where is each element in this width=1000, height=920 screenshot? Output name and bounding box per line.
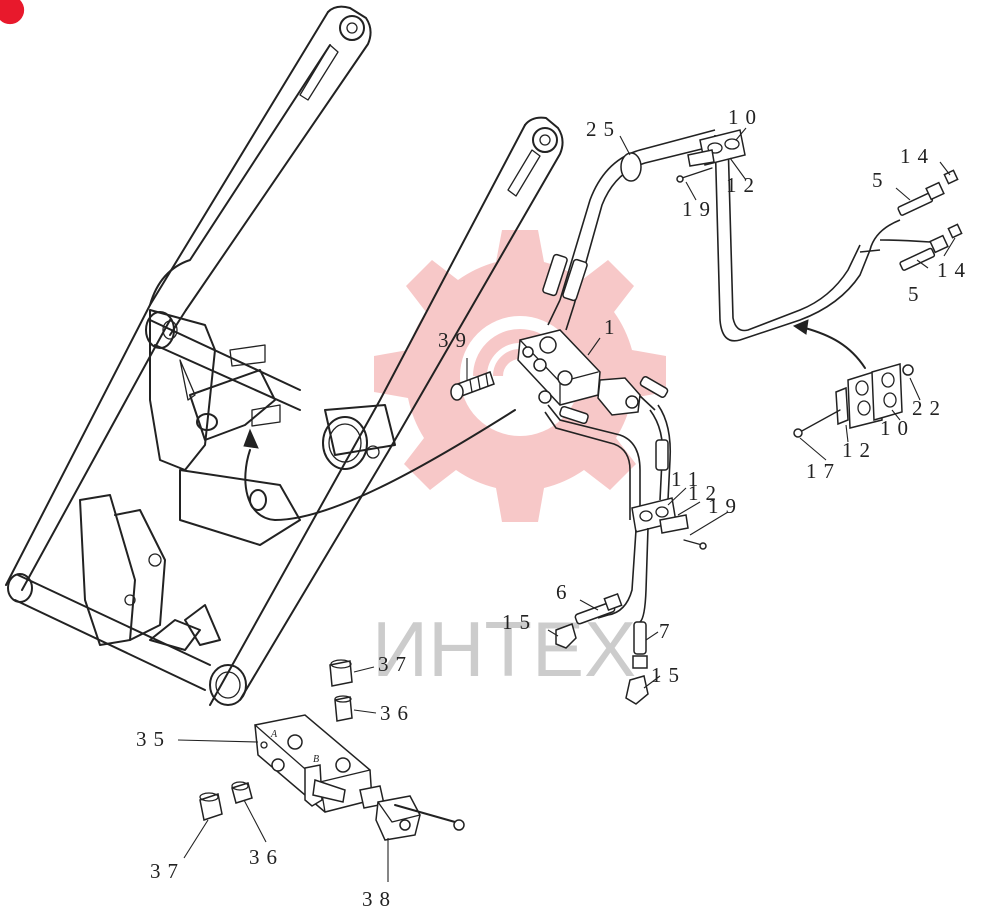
hose-fitting-upper-right: [897, 169, 959, 216]
mount-arrow-left: [243, 409, 516, 521]
valve-block-1: [450, 329, 669, 416]
callout-12-top: 12: [726, 173, 761, 197]
callout-10-right: 10: [880, 416, 915, 440]
callout-17: 17: [806, 459, 841, 483]
gear-watermark-icon: [374, 230, 666, 522]
callout-35: 35: [136, 727, 171, 751]
mount-arrow-right: [792, 319, 866, 369]
callout-5-top: 5: [872, 168, 890, 192]
callout-12-mid: 12: [688, 481, 723, 505]
callout-15-left: 15: [502, 610, 537, 634]
upper-hydraulic-line: [542, 129, 931, 342]
callout-14-mid: 14: [937, 258, 972, 282]
loader-arm-frame: [5, 5, 564, 706]
callout-14-top: 14: [900, 144, 935, 168]
callout-labels: 10 25 14 5 12 19 14 5 1 39 22 10 12 17 1…: [136, 105, 972, 911]
lower-hydraulic-line: [538, 390, 707, 705]
callout-37-top: 37: [378, 652, 413, 676]
clamp-right-assembly: [793, 363, 914, 438]
o-ring-25: [620, 152, 642, 182]
callout-19-mid: 19: [708, 494, 743, 518]
port-label-b: B: [313, 754, 319, 765]
port-label-a: A: [270, 729, 278, 740]
callout-22: 22: [912, 396, 947, 420]
callout-15-right: 15: [651, 663, 686, 687]
callout-25: 25: [586, 117, 621, 141]
callout-37-bottom: 37: [150, 859, 185, 883]
callout-19-top: 19: [682, 197, 717, 221]
callout-12-right: 12: [842, 438, 877, 462]
callout-1: 1: [604, 315, 622, 339]
clamp-top: [676, 129, 746, 183]
callout-5-mid: 5: [908, 282, 926, 306]
leader-lines: [177, 127, 956, 882]
callout-38: 38: [362, 887, 397, 911]
callout-6: 6: [556, 580, 574, 604]
callout-10-top: 10: [728, 105, 763, 129]
corner-mark-icon: [0, 0, 25, 25]
callout-39: 39: [438, 328, 473, 352]
callout-36-bottom: 36: [249, 845, 284, 869]
valve-assembly-35: A B: [199, 659, 465, 841]
callout-7: 7: [659, 619, 677, 643]
callout-36-top: 36: [380, 701, 415, 725]
callout-11: 11: [671, 467, 705, 491]
hose-fitting-mid-right: [899, 223, 963, 271]
